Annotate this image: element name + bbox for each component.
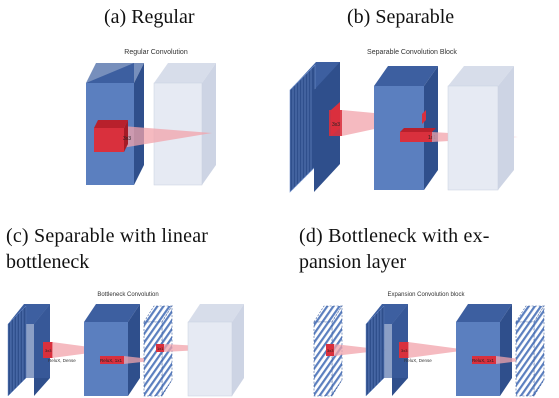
beam-1 (334, 344, 386, 356)
output-volume-hatched (515, 304, 545, 398)
kernel-1 (43, 342, 53, 358)
panel-bottleneck-convolution: Bottleneck Convolution 3x3 ReluX, Dense (4, 288, 276, 398)
panel-a-kernel-label: 3x3 (123, 136, 131, 142)
panel-b-depthwise-label: 3x3 (332, 122, 340, 128)
caption-b: (b) Separable (347, 6, 455, 28)
kernel-2 (399, 342, 409, 358)
panel-c-label-3x3: 3x3 (45, 348, 52, 353)
panel-d-label-relu-dense: ReluX, Dense (404, 358, 432, 363)
caption-d-line1: (d) Bottleneck with ex- (299, 225, 490, 247)
caption-c-line1: (c) Separable with linear (6, 225, 209, 247)
beam-3 (496, 356, 528, 364)
beam-1 (52, 342, 112, 358)
beam-2 (124, 356, 160, 364)
kernel-cube (94, 120, 128, 152)
panel-c-label-1x1: 1x1 (157, 346, 164, 351)
intermediate-volume (84, 304, 140, 396)
panel-c-label-relu-dense: ReluX, Dense (48, 358, 76, 363)
kernel-3 (472, 356, 496, 364)
projection-beam (122, 126, 212, 148)
input-volume-layers (289, 62, 340, 193)
caption-a: (a) Regular (104, 6, 195, 28)
caption-d-line2: pansion layer (299, 251, 407, 273)
panel-d-title: Expansion Convolution block (387, 292, 465, 298)
beam-2 (408, 342, 468, 358)
kernel-3 (156, 344, 164, 352)
output-volume (153, 63, 216, 186)
bottleneck-volume-hatched (143, 304, 173, 398)
panel-c-title: Bottleneck Convolution (97, 292, 158, 298)
pointwise-kernel (400, 128, 436, 142)
intermediate-volume (456, 304, 512, 396)
panel-a-title: Regular Convolution (124, 49, 188, 56)
expanded-volume-layers (365, 304, 408, 397)
panel-separable-convolution: Separable Convolution Block 3x3 (288, 44, 553, 194)
panel-d-label-3x3-b: 3x3 (401, 348, 408, 353)
depthwise-kernel (329, 102, 342, 136)
panel-d-label-3x3-a: 3x3 (327, 348, 334, 353)
panel-expansion-convolution: Expansion Convolution block 3x3 (296, 288, 558, 398)
caption-c-line2: bottleneck (6, 251, 90, 273)
panel-regular-convolution: Regular Convolution 3x3 (60, 44, 270, 194)
output-volume (187, 304, 244, 397)
kernel-1 (326, 344, 334, 356)
panel-b-title: Separable Convolution Block (367, 49, 457, 56)
panel-c-label-relu-1x1: ReluX, 1x1 (100, 358, 123, 363)
kernel-2 (100, 356, 124, 364)
panel-d-label-relu-1x1: ReluX, 1x1 (472, 358, 495, 363)
output-volume (447, 66, 514, 191)
pointwise-kernel-small (422, 110, 426, 124)
input-volume-layers (7, 304, 50, 397)
